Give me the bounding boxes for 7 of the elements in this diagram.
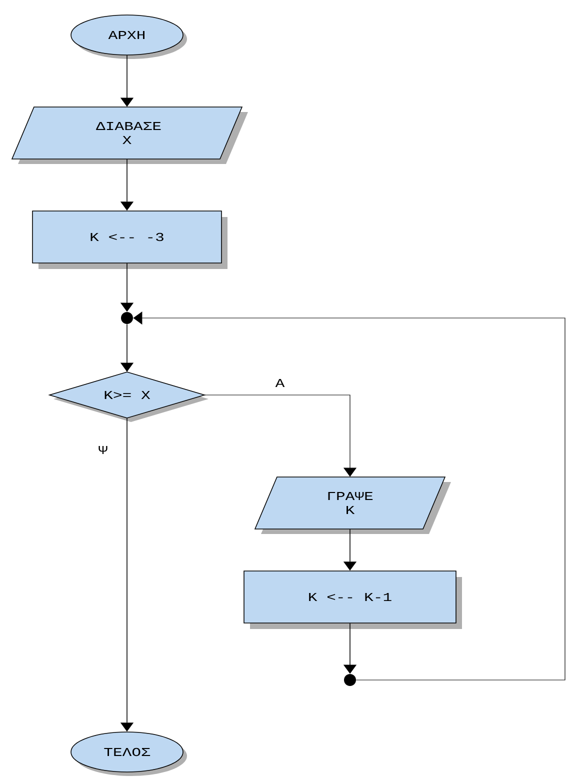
junction-dot — [121, 312, 133, 324]
process-box: Κ <-- Κ-1 — [244, 570, 462, 629]
edge-label: Α — [274, 378, 286, 388]
junction-dot — [344, 674, 356, 686]
edge-label: Ψ — [97, 445, 109, 455]
process-box: Κ <-- -3 — [32, 210, 228, 269]
arrow — [204, 394, 357, 477]
